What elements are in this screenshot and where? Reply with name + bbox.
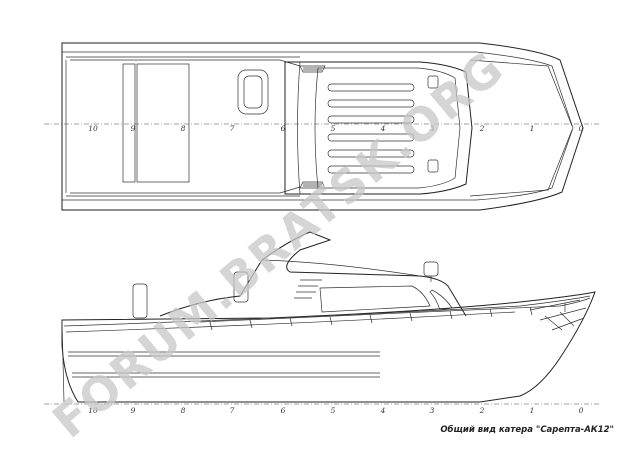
station-label: 9	[131, 406, 136, 415]
hardtop	[159, 231, 467, 317]
drawing-caption: Общий вид катера "Сарепта-АК12"	[440, 425, 614, 435]
transom-bench	[122, 63, 136, 183]
searchlight	[423, 261, 439, 277]
driver-seat-back	[233, 271, 249, 303]
bow-rail	[199, 297, 591, 323]
station-label: 1	[530, 406, 535, 415]
station-label: 5	[331, 124, 336, 133]
profile-view: 10 9 8 7 6 5 4 3 2 1 0	[44, 231, 600, 415]
rear-seat-back	[132, 283, 148, 319]
plan-deck-edge	[62, 51, 574, 201]
station-label: 6	[281, 406, 286, 415]
station-label: 4	[380, 124, 386, 133]
station-label: 6	[281, 124, 286, 133]
cabin-window	[319, 285, 431, 313]
station-label: 8	[181, 124, 186, 133]
station-label: 8	[181, 406, 186, 415]
station-label: 2	[479, 406, 485, 415]
plan-station-labels: 10 9 8 7 6 5 4 3 2 1 0	[88, 124, 583, 133]
profile-station-labels: 10 9 8 7 6 5 4 3 2 1 0	[88, 406, 583, 415]
plan-hull-outline	[61, 42, 584, 211]
station-label: 10	[88, 406, 98, 415]
rail-stanchions	[209, 303, 566, 331]
station-label: 3	[430, 124, 435, 133]
station-label: 10	[88, 124, 98, 133]
station-label: 0	[579, 406, 584, 415]
station-label: 1	[530, 124, 535, 133]
watermark: FORUM.BRATSK.ORG	[42, 40, 514, 448]
station-label: 3	[430, 406, 435, 415]
profile-hull	[61, 291, 596, 403]
station-label: 0	[579, 124, 584, 133]
seat	[237, 69, 269, 115]
station-label: 7	[230, 406, 235, 415]
station-label: 9	[131, 124, 136, 133]
station-label: 7	[230, 124, 235, 133]
cabin-roof	[284, 61, 473, 195]
roof-slats	[327, 83, 415, 174]
station-label: 2	[479, 124, 485, 133]
plan-view: 10 9 8 7 6 5 4 3 2 1 0	[44, 42, 600, 211]
station-label: 5	[331, 406, 336, 415]
engine-hatch	[136, 63, 190, 183]
station-label: 4	[380, 406, 386, 415]
